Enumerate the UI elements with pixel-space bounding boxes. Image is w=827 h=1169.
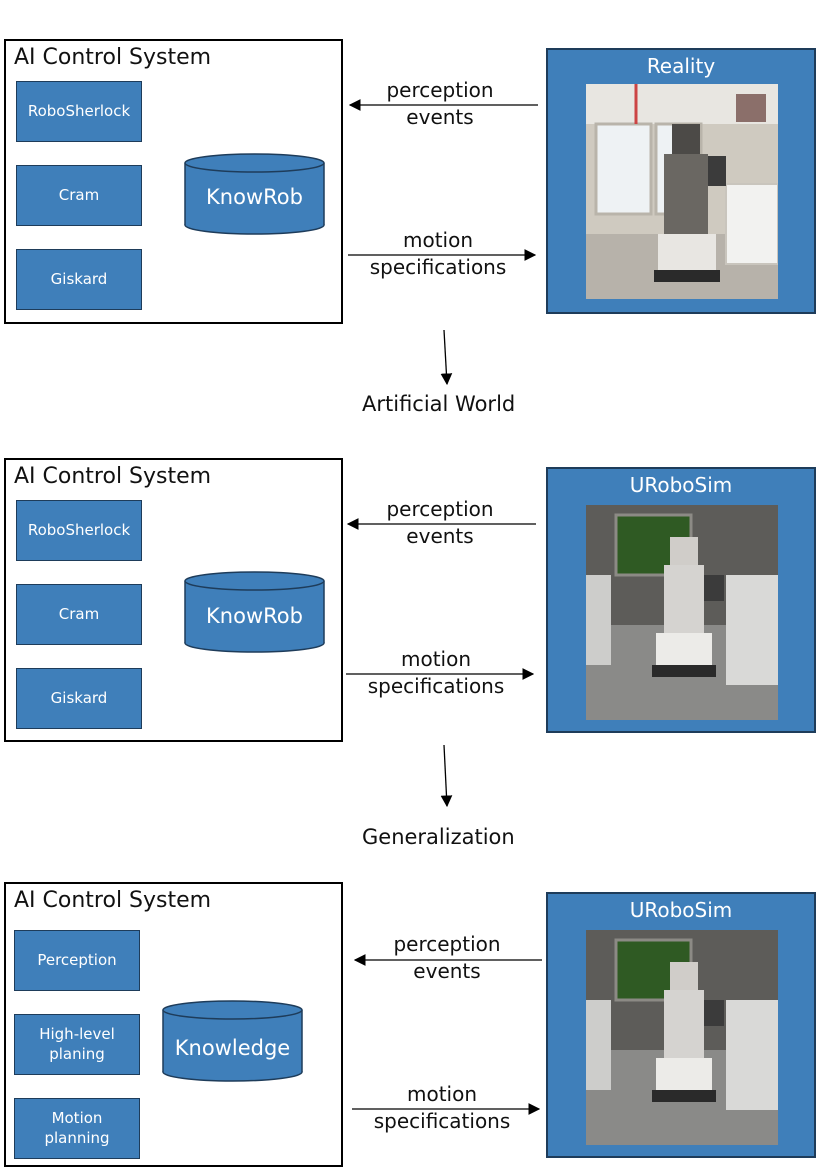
motion-label-2-line1: motion (400, 647, 472, 671)
perception-label-2-line2: events (406, 524, 474, 548)
motion-label-2: motion specifications (360, 646, 512, 700)
environment-box-2: URoboSim (546, 467, 816, 733)
module-giskard-2: Giskard (16, 668, 142, 729)
environment-box-3: URoboSim (546, 892, 816, 1158)
transition-label-artificial-world: Artificial World (362, 392, 516, 416)
perception-label-3-line1: perception (393, 932, 501, 956)
module-perception: Perception (14, 930, 140, 991)
module-cram-2: Cram (16, 584, 142, 645)
transition-label-generalization: Generalization (362, 825, 515, 849)
motion-label-3-line2: specifications (373, 1109, 511, 1133)
module-cram-1: Cram (16, 165, 142, 226)
transition-arrow-2 (440, 744, 453, 808)
environment-title-3: URoboSim (629, 898, 733, 922)
motion-label-2-line2: specifications (367, 674, 505, 698)
motion-label-1-line2: specifications (369, 255, 507, 279)
simulation-render-2 (586, 505, 778, 720)
transition-arrow-1 (440, 329, 453, 386)
perception-label-2-line1: perception (386, 497, 494, 521)
environment-title-2: URoboSim (629, 473, 733, 497)
module-motion-planning: Motion planning (14, 1098, 140, 1159)
control-system-title-2: AI Control System (14, 464, 212, 489)
perception-label-1: perception events (365, 77, 515, 131)
module-high-level-planning: High-level planing (14, 1014, 140, 1075)
database-cylinder-1 (184, 153, 325, 235)
knowledge-label-1: KnowRob (206, 185, 303, 209)
perception-label-1-line1: perception (386, 78, 494, 102)
database-cylinder-2 (184, 571, 325, 653)
perception-label-1-line2: events (406, 105, 474, 129)
simulation-render-3 (586, 930, 778, 1145)
database-cylinder-3 (162, 1000, 303, 1082)
motion-label-1: motion specifications (362, 227, 514, 281)
control-system-title-3: AI Control System (14, 888, 212, 913)
module-roboshelock-2: RoboSherlock (16, 500, 142, 561)
knowledge-label-2: KnowRob (206, 604, 303, 628)
perception-label-2: perception events (365, 496, 515, 550)
environment-title-1: Reality (646, 54, 716, 78)
motion-label-3: motion specifications (366, 1081, 518, 1135)
motion-label-3-line1: motion (406, 1082, 478, 1106)
knowledge-label-3: Knowledge (174, 1036, 291, 1060)
perception-label-3: perception events (372, 931, 522, 985)
control-system-title-1: AI Control System (14, 45, 212, 70)
module-roboshelock-1: RoboSherlock (16, 81, 142, 142)
module-giskard-1: Giskard (16, 249, 142, 310)
reality-photo (586, 84, 778, 299)
motion-label-1-line1: motion (402, 228, 474, 252)
perception-label-3-line2: events (413, 959, 481, 983)
environment-box-1: Reality (546, 48, 816, 314)
